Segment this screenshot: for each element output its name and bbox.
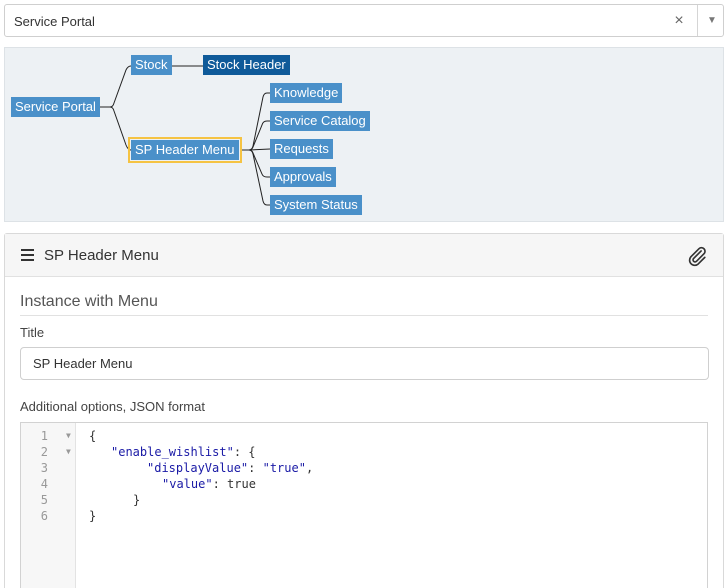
line-number: 6 [40,509,48,523]
container-tree: Service Portal Stock Stock Header SP Hea… [4,47,724,222]
code-line: 3 "displayValue": "true", [21,460,707,476]
line-number: 1 [40,429,48,443]
tree-node-requests[interactable]: Requests [270,139,333,159]
code-text: "enable_wishlist": { [111,445,256,459]
tree-node-knowledge[interactable]: Knowledge [270,83,343,103]
connector-sp-approvals [248,149,270,178]
json-editor[interactable]: 1 ▼ {2 ▼ "enable_wishlist": { 3 "displayValue"… [20,422,708,588]
clear-icon[interactable]: × [674,12,684,29]
title-input[interactable] [20,347,709,380]
paperclip-icon[interactable] [686,245,708,267]
options-label: Additional options, JSON format [20,399,205,414]
connector-root [100,65,132,108]
widget-panel: SP Header Menu Instance with Menu Title … [4,233,724,588]
code-line: 5} [21,492,707,508]
code-line: 2 ▼ "enable_wishlist": { [21,444,707,460]
fold-toggle-icon[interactable]: ▼ [66,447,71,456]
line-number: 5 [40,493,48,507]
portal-selector[interactable]: Service Portal × ▼ [4,4,724,37]
tree-node-sp-header-menu[interactable]: SP Header Menu [128,137,242,163]
connector-sp-catalog [248,120,270,151]
line-number: 2 [40,445,48,459]
tree-node-approvals[interactable]: Approvals [270,167,336,187]
code-text: { [89,429,97,443]
tree-node-stock[interactable]: Stock [131,55,172,75]
tree-node-stock-header[interactable]: Stock Header [203,55,290,75]
panel-header: SP Header Menu [5,234,723,277]
code-line: 6} [21,508,707,524]
connector-sp-status [248,149,270,206]
portal-selector-value: Service Portal [14,14,95,29]
code-text: "value": true [162,477,256,491]
tree-connectors [100,65,271,206]
panel-title: SP Header Menu [44,247,159,264]
chevron-down-icon[interactable]: ▼ [707,15,717,26]
selector-divider [697,5,698,36]
line-number: 4 [40,477,48,491]
connector-root-sp [109,106,132,151]
code-text: } [89,509,97,523]
tree-node-service-catalog[interactable]: Service Catalog [270,111,370,131]
editor-gutter [21,423,76,588]
fold-toggle-icon[interactable]: ▼ [66,431,71,440]
hamburger-menu-icon[interactable] [21,249,34,261]
tree-node-system-status[interactable]: System Status [270,195,362,215]
code-text: } [133,493,141,507]
title-label: Title [20,325,45,340]
line-number: 3 [40,461,48,475]
tree-node-service-portal[interactable]: Service Portal [11,97,100,117]
code-line: 1 ▼ { [21,428,707,444]
code-text: "displayValue": "true", [147,461,314,475]
section-title: Instance with Menu [20,293,708,316]
connector-sp-requests [248,148,271,151]
code-line: 4 "value": true [21,476,707,492]
